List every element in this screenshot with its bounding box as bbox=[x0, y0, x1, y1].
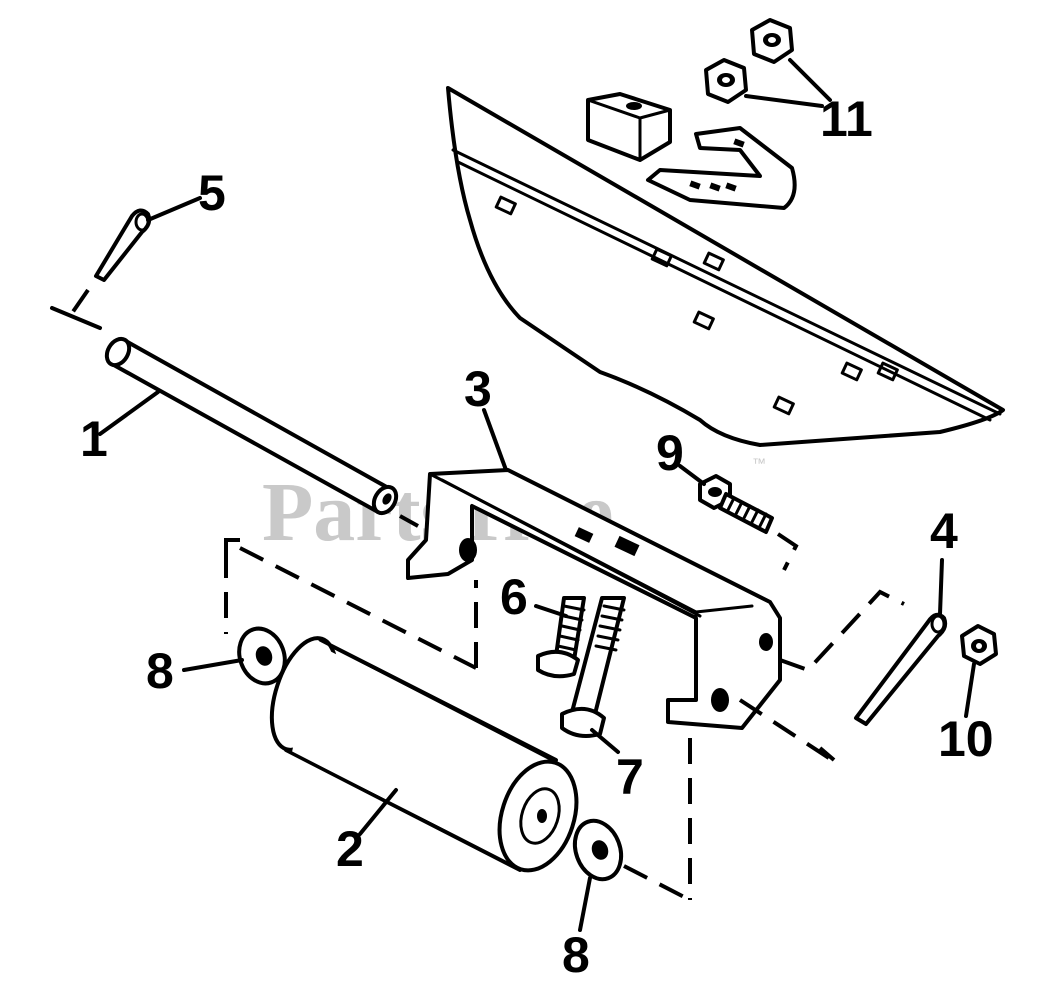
leader-9 bbox=[678, 464, 706, 486]
callout-8-bottom: 8 bbox=[562, 927, 590, 983]
dash-right-end bbox=[818, 746, 836, 762]
callout-9: 9 bbox=[656, 425, 684, 481]
hex-nut-11-upper bbox=[750, 18, 794, 64]
mount-block bbox=[586, 92, 672, 162]
callout-5: 5 bbox=[198, 165, 226, 221]
dash-1 bbox=[399, 514, 419, 528]
dash-left-corner bbox=[224, 538, 240, 552]
roller-pin-1 bbox=[104, 336, 399, 516]
leader-3 bbox=[482, 408, 508, 472]
leader-5 bbox=[146, 196, 202, 222]
dash-9 bbox=[776, 532, 799, 571]
callout-10: 10 bbox=[938, 711, 994, 767]
leader-7 bbox=[590, 728, 620, 754]
roller-2 bbox=[269, 636, 579, 873]
deck-housing bbox=[446, 86, 1005, 447]
leader-10 bbox=[964, 662, 976, 718]
leader-4 bbox=[938, 558, 944, 616]
dash-5 bbox=[68, 288, 90, 318]
callout-2: 2 bbox=[336, 821, 364, 877]
hex-nut-11-lower bbox=[704, 58, 748, 104]
bolt-9 bbox=[698, 474, 774, 534]
callout-1: 1 bbox=[80, 411, 108, 467]
washer-8-left bbox=[237, 626, 287, 686]
deck-slots bbox=[494, 195, 899, 416]
leader-11b bbox=[744, 94, 824, 108]
dash-right-lower bbox=[738, 698, 834, 762]
dash-left-diag bbox=[239, 546, 477, 670]
callout-7: 7 bbox=[616, 749, 644, 805]
leader-6 bbox=[534, 604, 568, 618]
leader-11a bbox=[788, 58, 832, 102]
dash-right-upper bbox=[779, 589, 905, 673]
callout-8-left: 8 bbox=[146, 643, 174, 699]
callout-4: 4 bbox=[930, 503, 958, 559]
callout-3: 3 bbox=[464, 361, 492, 417]
leader-8a bbox=[182, 658, 244, 672]
callout-11: 11 bbox=[820, 91, 873, 147]
axis-5 bbox=[50, 306, 102, 330]
washer-8-right bbox=[572, 818, 624, 882]
watermark-trademark: ™ bbox=[752, 455, 766, 471]
callout-6: 6 bbox=[500, 569, 528, 625]
leader-8b bbox=[578, 876, 592, 932]
leader-1 bbox=[98, 390, 160, 436]
dash-bottom-diag bbox=[623, 864, 691, 902]
cotter-pin-5 bbox=[94, 208, 152, 282]
cotter-pin-4 bbox=[854, 612, 948, 726]
hex-nut-10 bbox=[960, 624, 998, 666]
leader-2 bbox=[358, 788, 398, 836]
u-bracket bbox=[646, 126, 797, 210]
